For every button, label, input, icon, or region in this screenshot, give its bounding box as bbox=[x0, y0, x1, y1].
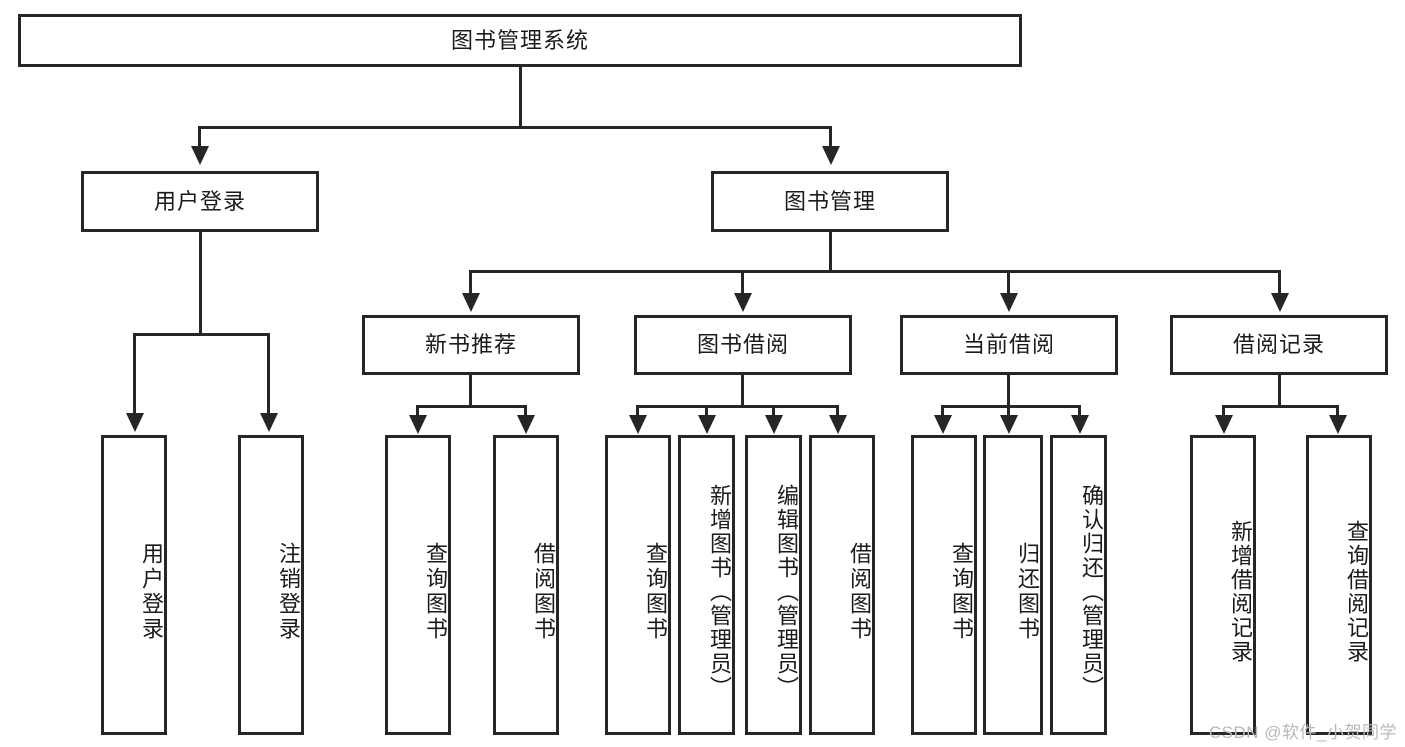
connector-bookborrow-bar bbox=[636, 405, 839, 408]
arrow-to-new-book-recommend bbox=[462, 293, 480, 312]
arrow-to-leaf-edit-book bbox=[765, 415, 783, 434]
connector-borrowrecord-stem bbox=[1278, 375, 1281, 405]
connector-recommend-stem bbox=[469, 375, 472, 405]
connector-level3-drop-1 bbox=[469, 270, 472, 295]
arrow-to-leaf-query-book-current bbox=[934, 415, 952, 434]
connector-user-login-drop-2 bbox=[267, 333, 270, 415]
node-label: 图书管理 bbox=[783, 188, 876, 214]
node-label: 用户登录 bbox=[139, 542, 164, 642]
leaf-confirm-return-admin[interactable]: 确认归还（管理员） bbox=[1050, 435, 1107, 735]
connector-level2-drop-right bbox=[829, 126, 832, 148]
leaf-user-login[interactable]: 用户登录 bbox=[101, 435, 167, 735]
node-label: 查询图书 bbox=[423, 542, 448, 642]
connector-bookborrow-drop-2 bbox=[705, 405, 708, 417]
leaf-logout-login[interactable]: 注销登录 bbox=[238, 435, 304, 735]
arrow-to-book-management bbox=[822, 146, 840, 165]
node-label: 新增图书（管理员） bbox=[707, 484, 732, 700]
connector-bookborrow-drop-4 bbox=[836, 405, 839, 417]
arrow-to-leaf-query-book-recommend bbox=[409, 415, 427, 434]
connector-level3-drop-2 bbox=[741, 270, 744, 295]
leaf-edit-book-admin[interactable]: 编辑图书（管理员） bbox=[745, 435, 802, 735]
connector-borrowrecord-drop-2 bbox=[1336, 405, 1339, 417]
arrow-to-leaf-query-record bbox=[1329, 415, 1347, 434]
leaf-query-book-borrow[interactable]: 查询图书 bbox=[605, 435, 671, 735]
arrow-to-leaf-return-book bbox=[1000, 415, 1018, 434]
connector-root-stem bbox=[519, 67, 522, 126]
connector-level3-bar bbox=[469, 270, 1281, 273]
connector-currentborrow-drop-2 bbox=[1007, 405, 1010, 417]
node-label: 借阅记录 bbox=[1232, 332, 1325, 358]
node-label: 确认归还（管理员） bbox=[1079, 484, 1104, 700]
node-borrow-record[interactable]: 借阅记录 bbox=[1170, 315, 1388, 375]
connector-level2-bar bbox=[198, 126, 832, 129]
leaf-borrow-book[interactable]: 借阅图书 bbox=[809, 435, 875, 735]
leaf-query-book-current[interactable]: 查询图书 bbox=[911, 435, 977, 735]
connector-recommend-bar bbox=[416, 405, 527, 408]
node-label: 当前借阅 bbox=[962, 332, 1055, 358]
node-label: 借阅图书 bbox=[531, 542, 556, 642]
arrow-to-leaf-add-record bbox=[1215, 415, 1233, 434]
connector-user-login-drop-1 bbox=[133, 333, 136, 415]
arrow-to-user-login bbox=[191, 146, 209, 165]
node-book-borrow[interactable]: 图书借阅 bbox=[634, 315, 852, 375]
node-label: 借阅图书 bbox=[847, 542, 872, 642]
csdn-watermark: CSDN @软件_小贺同学 bbox=[1208, 723, 1397, 742]
connector-user-login-stem bbox=[199, 232, 202, 333]
arrow-to-book-borrow bbox=[734, 293, 752, 312]
connector-bookborrow-stem bbox=[741, 375, 744, 405]
arrow-to-leaf-user-login bbox=[126, 413, 144, 432]
connector-borrowrecord-bar bbox=[1222, 405, 1339, 408]
node-new-book-recommend[interactable]: 新书推荐 bbox=[362, 315, 580, 375]
leaf-add-book-admin[interactable]: 新增图书（管理员） bbox=[678, 435, 735, 735]
arrow-to-leaf-logout bbox=[260, 413, 278, 432]
node-current-borrow[interactable]: 当前借阅 bbox=[900, 315, 1118, 375]
connector-currentborrow-drop-3 bbox=[1078, 405, 1081, 417]
node-label: 查询借阅记录 bbox=[1344, 520, 1369, 664]
node-label: 归还图书 bbox=[1015, 542, 1040, 642]
arrow-to-borrow-record bbox=[1271, 293, 1289, 312]
leaf-return-book[interactable]: 归还图书 bbox=[983, 435, 1043, 735]
arrow-to-leaf-borrow-book-recommend bbox=[517, 415, 535, 434]
node-label: 图书借阅 bbox=[696, 332, 789, 358]
connector-level3-drop-3 bbox=[1007, 270, 1010, 295]
connector-currentborrow-stem bbox=[1007, 375, 1010, 405]
node-label: 注销登录 bbox=[276, 542, 301, 642]
node-user-login[interactable]: 用户登录 bbox=[81, 171, 319, 232]
leaf-query-borrow-record[interactable]: 查询借阅记录 bbox=[1306, 435, 1372, 735]
node-label: 新增借阅记录 bbox=[1228, 520, 1253, 664]
connector-bookborrow-drop-1 bbox=[636, 405, 639, 417]
node-book-management[interactable]: 图书管理 bbox=[711, 171, 949, 232]
connector-book-management-stem bbox=[829, 232, 832, 270]
connector-level2-drop-left bbox=[198, 126, 201, 148]
connector-borrowrecord-drop-1 bbox=[1222, 405, 1225, 417]
connector-user-login-bar bbox=[133, 333, 270, 336]
node-label: 查询图书 bbox=[643, 542, 668, 642]
node-root-book-management-system[interactable]: 图书管理系统 bbox=[18, 14, 1022, 67]
arrow-to-leaf-query-book-borrow bbox=[629, 415, 647, 434]
connector-bookborrow-drop-3 bbox=[772, 405, 775, 417]
node-label: 编辑图书（管理员） bbox=[774, 484, 799, 700]
node-label: 查询图书 bbox=[949, 542, 974, 642]
connector-currentborrow-drop-1 bbox=[941, 405, 944, 417]
leaf-add-borrow-record[interactable]: 新增借阅记录 bbox=[1190, 435, 1256, 735]
node-label: 新书推荐 bbox=[424, 332, 517, 358]
leaf-borrow-book-recommend[interactable]: 借阅图书 bbox=[493, 435, 559, 735]
connector-currentborrow-bar bbox=[941, 405, 1081, 408]
connector-recommend-drop-2 bbox=[524, 405, 527, 417]
arrow-to-current-borrow bbox=[1000, 293, 1018, 312]
leaf-query-book-recommend[interactable]: 查询图书 bbox=[385, 435, 451, 735]
arrow-to-leaf-confirm-return bbox=[1071, 415, 1089, 434]
arrow-to-leaf-add-book bbox=[698, 415, 716, 434]
node-label: 用户登录 bbox=[153, 188, 246, 214]
connector-recommend-drop-1 bbox=[416, 405, 419, 417]
connector-level3-drop-4 bbox=[1278, 270, 1281, 295]
node-label: 图书管理系统 bbox=[450, 27, 589, 53]
arrow-to-leaf-borrow-book bbox=[829, 415, 847, 434]
